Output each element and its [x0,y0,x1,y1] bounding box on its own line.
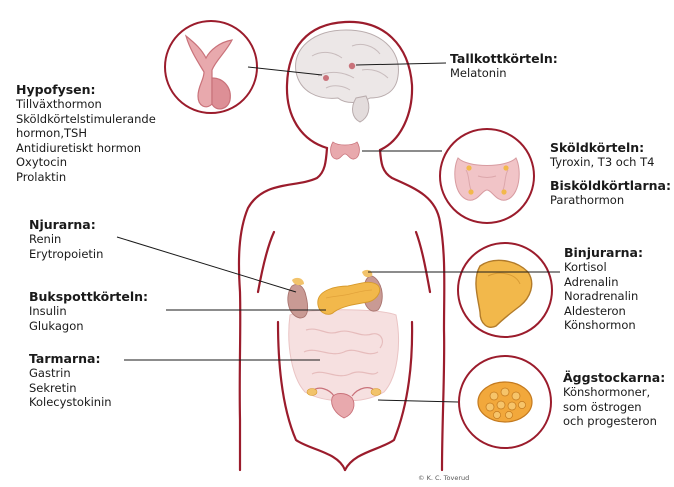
label-line: Tyroxin, T3 och T4 [550,155,654,170]
label-biskoldkortlarna: Bisköldkörtlarna: Parathormon [550,178,671,208]
zoom-circle-ovary [459,356,551,448]
label-line: Erytropoietin [29,247,103,262]
label-bukspottkorteln-title: Bukspottkörteln: [29,289,148,304]
label-aggstockarna: Äggstockarna: Könshormoner, som östrogen… [563,370,665,429]
label-line: Insulin [29,304,148,319]
label-line: som östrogen [563,400,665,415]
label-line: hormon,TSH [16,126,156,141]
label-skoldkorteln-title: Sköldkörteln: [550,140,654,155]
label-line: Könshormon [564,318,643,333]
label-bukspottkorteln: Bukspottkörteln: Insulin Glukagon [29,289,148,333]
label-line: Tillväxthormon [16,97,156,112]
label-hypofysen-title: Hypofysen: [16,82,156,97]
zoom-circle-pituitary [165,21,257,113]
label-line: Adrenalin [564,275,643,290]
label-line: Sekretin [29,381,112,396]
label-njurarna-title: Njurarna: [29,217,103,232]
label-line: Noradrenalin [564,289,643,304]
brain [296,30,399,122]
copyright-credit: © K. C. Toverud [418,474,469,482]
label-line: Gastrin [29,366,112,381]
label-hypofysen: Hypofysen: Tillväxthormon Sköldkörtelsti… [16,82,156,185]
label-biskoldkortlarna-title: Bisköldkörtlarna: [550,178,671,193]
label-skoldkorteln: Sköldkörteln: Tyroxin, T3 och T4 [550,140,654,170]
label-line: Prolaktin [16,170,156,185]
pituitary-dot [323,75,329,81]
label-binjurarna: Binjurarna: Kortisol Adrenalin Noradrena… [564,245,643,333]
zoom-circle-thyroid [440,129,534,223]
label-line: Glukagon [29,319,148,334]
leader-ovary [378,400,458,402]
label-njurarna: Njurarna: Renin Erytropoietin [29,217,103,261]
label-line: Aldesteron [564,304,643,319]
label-tallkottkorteln-title: Tallkottkörteln: [450,51,558,66]
label-line: Parathormon [550,193,671,208]
label-line: Renin [29,232,103,247]
label-line: Antidiuretiskt hormon [16,141,156,156]
label-line: Könshormoner, [563,385,665,400]
label-line: Melatonin [450,66,558,81]
label-tarmarna-title: Tarmarna: [29,351,112,366]
label-binjurarna-title: Binjurarna: [564,245,643,260]
zoom-circle-adrenal [458,243,552,337]
label-line: Sköldkörtelstimulerande [16,112,156,127]
label-tarmarna: Tarmarna: Gastrin Sekretin Kolecystokini… [29,351,112,410]
label-tallkottkorteln: Tallkottkörteln: Melatonin [450,51,558,81]
thyroid-gland [331,142,360,159]
label-line: Oxytocin [16,155,156,170]
label-line: Kortisol [564,260,643,275]
label-line: Kolecystokinin [29,395,112,410]
label-line: och progesteron [563,414,665,429]
label-aggstockarna-title: Äggstockarna: [563,370,665,385]
pineal-dot [349,63,355,69]
intestines [289,310,399,401]
